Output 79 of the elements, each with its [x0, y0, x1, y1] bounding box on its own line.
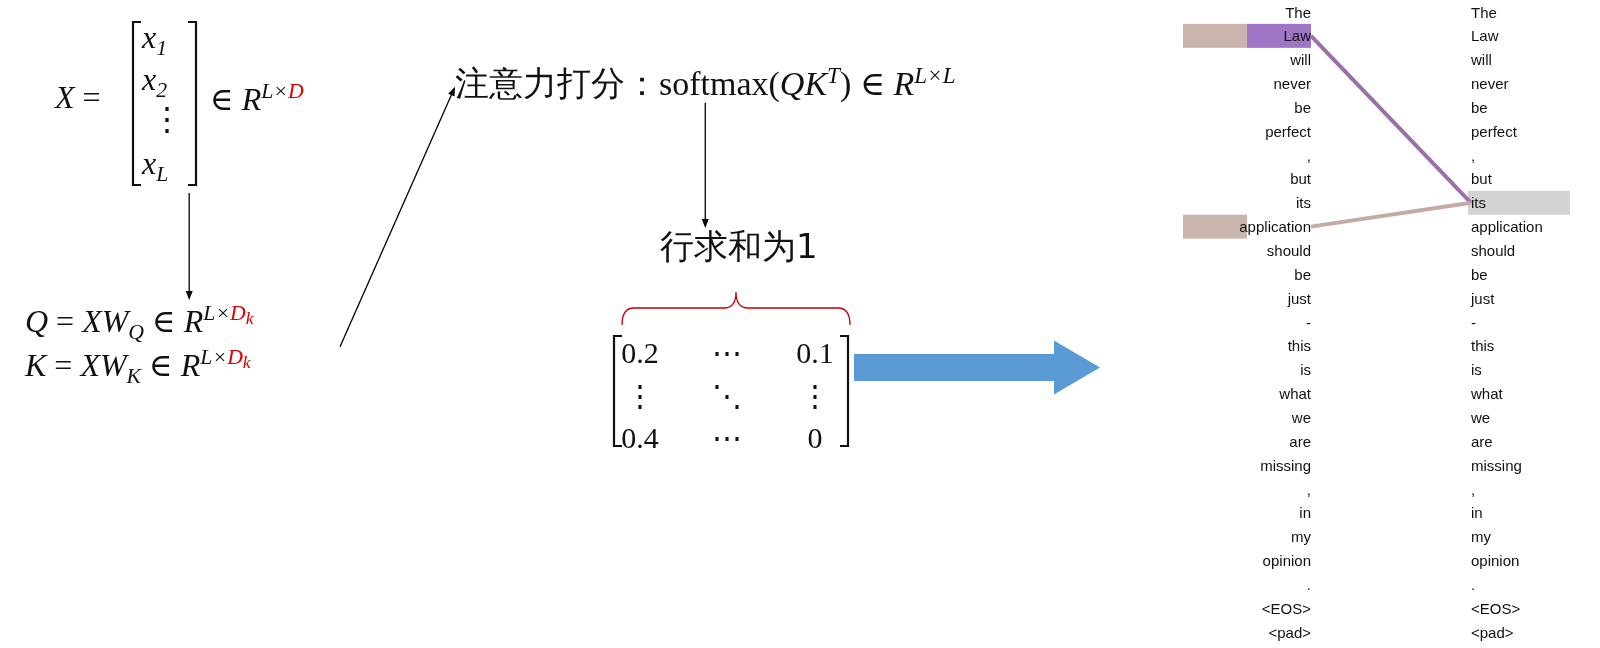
matrix-entry: ⋮ — [800, 378, 830, 412]
matrix-entry: ⋱ — [712, 378, 742, 412]
token-label: just — [1471, 289, 1495, 307]
token-label: be — [1471, 98, 1488, 116]
token-label: what — [1279, 385, 1311, 403]
matrix-entry: ⋯ — [712, 420, 742, 454]
token-label: will — [1471, 51, 1492, 69]
block-arrow — [854, 340, 1100, 395]
token-label: are — [1471, 432, 1493, 450]
attention-line — [1310, 200, 1472, 229]
token-label: my — [1471, 528, 1491, 546]
token-label: are — [1289, 432, 1311, 450]
token-label: . — [1471, 575, 1476, 593]
token-label: perfect — [1265, 122, 1311, 140]
token-label: is — [1471, 361, 1482, 379]
token-label: will — [1290, 51, 1311, 69]
token-label: The — [1471, 3, 1497, 21]
arrow — [185, 192, 193, 300]
math-formula: ∈ R$^{L×}$ — [210, 80, 288, 117]
token-label: should — [1266, 242, 1311, 259]
arrow — [701, 102, 709, 228]
matrix-entry: 0.4 — [621, 420, 659, 454]
token-label: its — [1471, 194, 1486, 212]
math-formula: 注意力打分：softmax(QK$^{T}$) ∈ R$^{L×L}$ — [455, 63, 956, 103]
token-label: missing — [1260, 456, 1311, 474]
annotation-text: 行求和为1 — [660, 228, 818, 266]
token-label: what — [1471, 385, 1503, 403]
token-label: - — [1306, 313, 1311, 331]
matrix-entry: ⋯ — [712, 335, 742, 369]
token-label: , — [1471, 480, 1476, 498]
token-label: , — [1306, 146, 1311, 164]
token-label: The — [1285, 3, 1311, 21]
token-label: opinion — [1471, 552, 1520, 570]
math-formula: D — [288, 80, 304, 105]
math-formula: x$_{2}$ — [142, 61, 168, 97]
token-label: be — [1294, 265, 1311, 283]
token-label: my — [1291, 528, 1311, 546]
token-label: . — [1306, 575, 1311, 593]
token-label: application — [1239, 218, 1311, 236]
matrix-entry: 0.1 — [796, 335, 834, 369]
matrix-entry: 0 — [807, 420, 823, 454]
math-formula: ⋮ — [151, 101, 183, 137]
math-formula: X = — [55, 79, 101, 115]
token-label: - — [1471, 313, 1476, 331]
arrow — [339, 86, 455, 348]
math-formula: x$_{L}$ — [142, 145, 169, 181]
token-label: never — [1471, 75, 1509, 93]
matrix-entry: 0.2 — [621, 335, 659, 369]
token-label: opinion — [1262, 552, 1311, 570]
token-label: perfect — [1471, 122, 1517, 140]
token-label: just — [1287, 289, 1311, 307]
token-label: , — [1471, 146, 1476, 164]
token-label: never — [1273, 75, 1311, 93]
token-label: we — [1471, 408, 1491, 426]
token-label: <EOS> — [1261, 599, 1311, 617]
token-label: in — [1299, 504, 1311, 522]
token-label: this — [1287, 337, 1311, 355]
token-label: <pad> — [1268, 623, 1311, 641]
attention-line — [1309, 34, 1473, 205]
token-label: this — [1471, 337, 1495, 355]
token-label: <pad> — [1471, 623, 1514, 641]
token-label: in — [1471, 504, 1483, 522]
token-label: be — [1294, 98, 1311, 116]
token-label: Law — [1471, 27, 1499, 45]
token-label: we — [1291, 408, 1311, 426]
matrix-entry: ⋮ — [625, 378, 655, 412]
token-label: , — [1306, 480, 1311, 498]
token-label: its — [1296, 194, 1311, 212]
token-label: should — [1471, 242, 1516, 259]
token-label: is — [1300, 361, 1311, 379]
token-label: be — [1471, 265, 1488, 283]
math-formula: K = XW$_{K}$ ∈ R$^{L×}$ — [25, 346, 228, 383]
token-label: missing — [1471, 456, 1522, 474]
token-label: <EOS> — [1471, 599, 1521, 617]
token-label: but — [1290, 170, 1311, 188]
token-label: application — [1471, 218, 1543, 236]
token-label: but — [1471, 170, 1492, 188]
token-label: Law — [1283, 27, 1311, 45]
math-formula: x$_{1}$ — [142, 19, 168, 55]
